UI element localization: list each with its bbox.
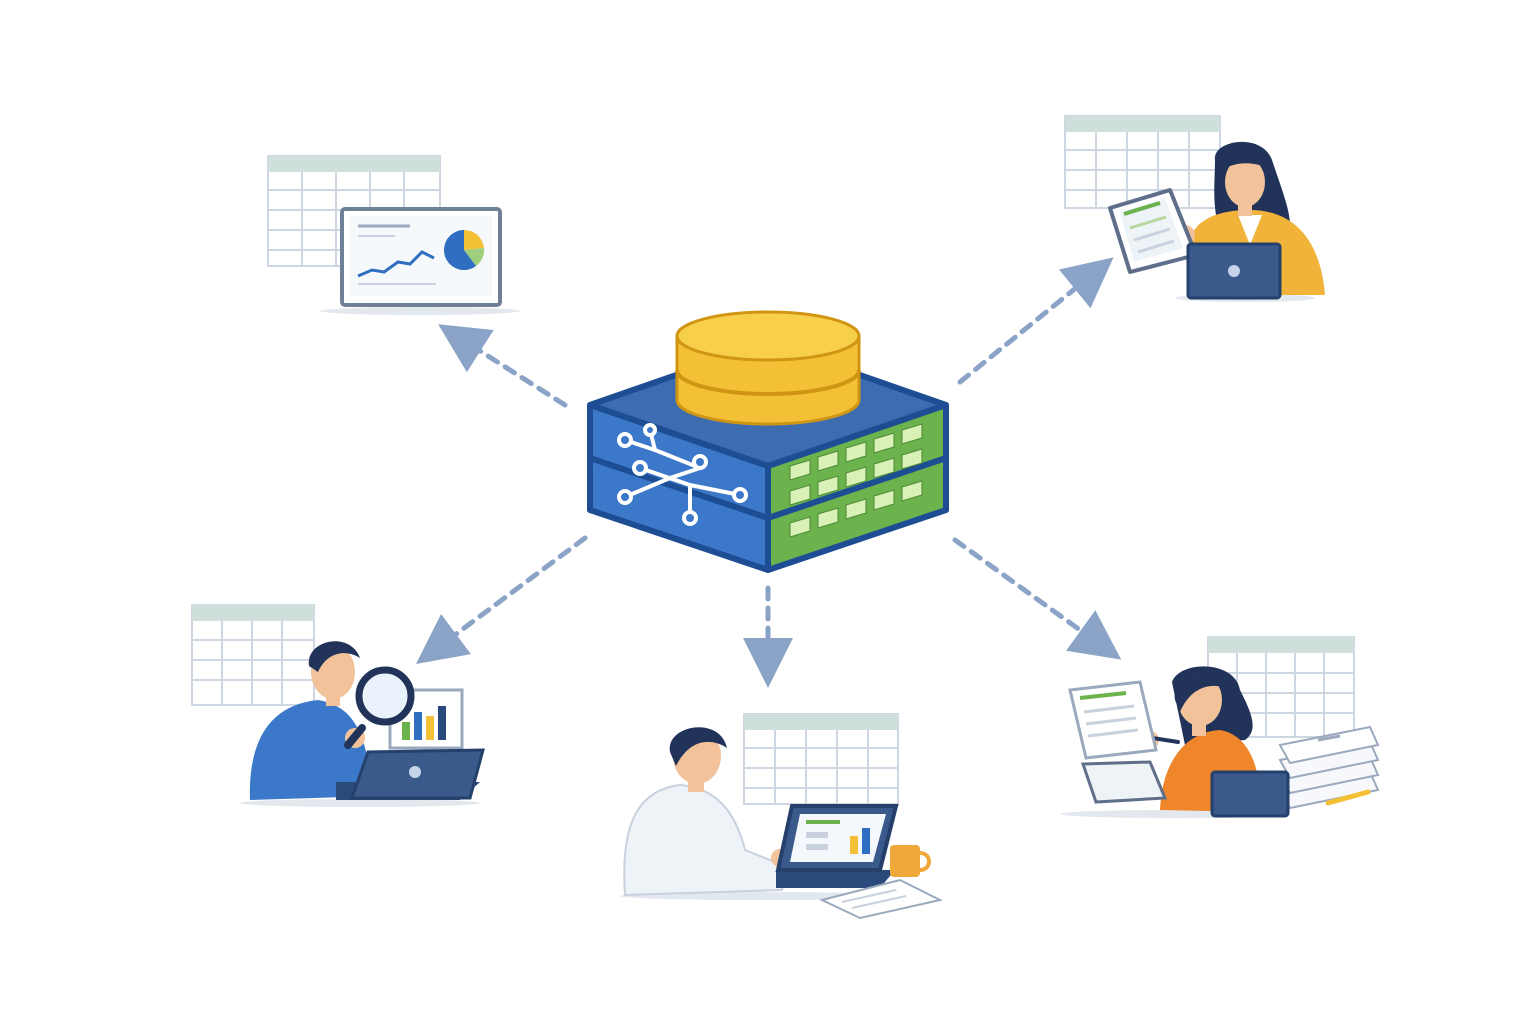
papers-icon — [819, 878, 943, 920]
laptop-icon — [336, 748, 485, 800]
spoke-man-at-laptop — [620, 713, 943, 920]
laptop-icon — [1186, 242, 1282, 300]
spreadsheet-icon — [191, 604, 315, 706]
monitor-icon — [320, 207, 520, 315]
pie-chart-icon — [444, 229, 485, 270]
spreadsheet-icon — [1064, 115, 1221, 209]
laptop-icon — [775, 804, 899, 888]
tablet-icon — [1108, 188, 1198, 274]
data-hub-icon — [587, 310, 949, 573]
arrow-to-top-left — [438, 324, 568, 408]
spoke-dashboard-display — [267, 155, 520, 315]
spreadsheet-icon — [743, 713, 899, 805]
document-stack-icon — [1278, 725, 1380, 810]
spoke-woman-with-tablet — [1064, 115, 1325, 302]
network-icon — [617, 423, 748, 526]
mug-icon — [890, 845, 931, 877]
arrow-to-bottom-left — [415, 535, 588, 664]
spoke-woman-with-documents — [1060, 636, 1380, 818]
person-man-icon — [620, 727, 900, 900]
arrow-to-top-right — [957, 257, 1114, 385]
spoke-man-with-magnifier — [191, 604, 485, 807]
connector-arrows — [415, 257, 1122, 688]
grid-cells-icon — [789, 423, 923, 538]
magnifying-glass-icon — [344, 666, 415, 749]
database-icon — [675, 310, 861, 426]
laptop-icon — [1080, 760, 1290, 818]
arrow-to-bottom-right — [952, 537, 1122, 660]
report-page-icon — [1068, 680, 1158, 760]
